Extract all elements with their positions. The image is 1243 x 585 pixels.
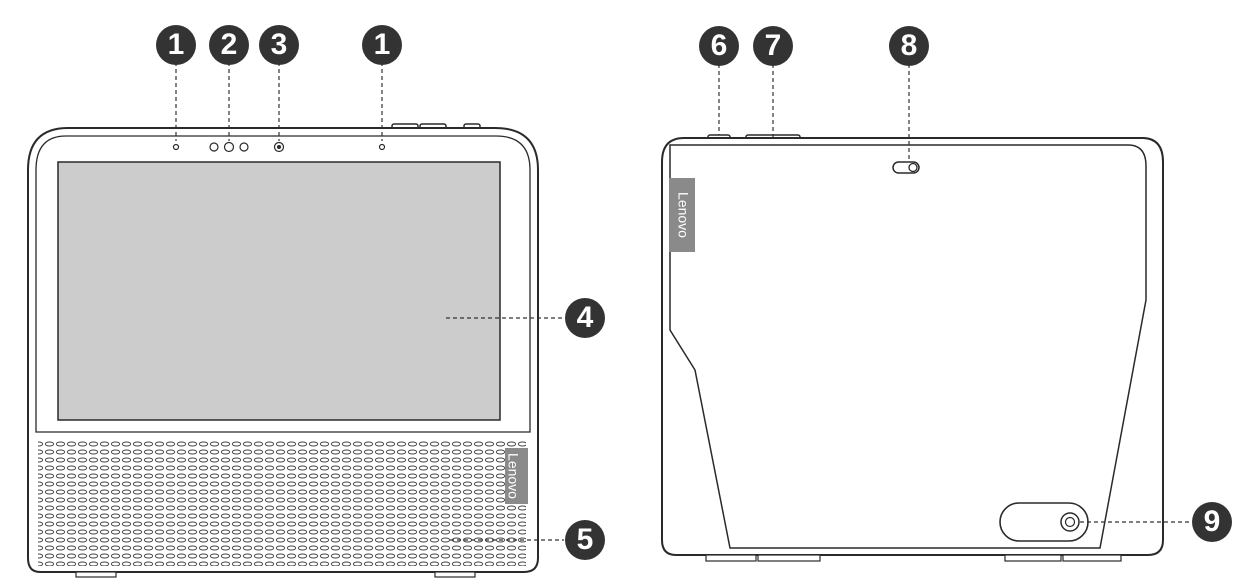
- back-brand-tag: [669, 178, 695, 252]
- svg-text:8: 8: [901, 29, 918, 62]
- front-screen: [57, 161, 501, 421]
- mic-hole-right: [378, 143, 386, 151]
- power-port: [1060, 512, 1080, 532]
- back-foot-4: [1062, 554, 1122, 562]
- svg-text:3: 3: [271, 28, 288, 61]
- mic-hole-left: [172, 143, 180, 151]
- callout-7: 7: [753, 26, 793, 66]
- back-view: Lenovo 6 7 8: [661, 26, 1232, 562]
- svg-text:1: 1: [168, 28, 185, 61]
- back-foot-1: [705, 554, 757, 562]
- callout-1a: 1: [156, 25, 196, 65]
- back-foot-3: [1004, 554, 1062, 562]
- svg-text:5: 5: [577, 523, 594, 556]
- back-panel: [669, 144, 1147, 549]
- svg-text:9: 9: [1204, 505, 1221, 538]
- svg-text:7: 7: [765, 29, 782, 62]
- camera-lens: [273, 141, 285, 153]
- front-speaker-grille: [38, 440, 526, 566]
- callout-5: 5: [565, 520, 605, 560]
- front-brand-tag: [505, 448, 528, 504]
- back-foot-2: [757, 554, 821, 562]
- callout-1b: 1: [362, 25, 402, 65]
- svg-text:2: 2: [221, 28, 238, 61]
- light-sensor-right: [239, 142, 249, 152]
- camera-lens-inner: [277, 145, 281, 149]
- light-sensor-center: [223, 141, 235, 153]
- svg-text:1: 1: [374, 28, 391, 61]
- callout-9: 9: [1192, 502, 1232, 542]
- callout-2: 2: [209, 25, 249, 65]
- callout-4: 4: [565, 298, 605, 338]
- back-brand-text: Lenovo: [675, 192, 691, 238]
- light-sensor-left: [209, 142, 219, 152]
- callout-6: 6: [699, 26, 739, 66]
- callout-8: 8: [889, 26, 929, 66]
- front-brand-text: Lenovo: [505, 453, 521, 499]
- callout-3: 3: [259, 25, 299, 65]
- power-port-inner: [1064, 516, 1076, 528]
- front-foot-left: [75, 571, 117, 578]
- front-foot-right: [434, 571, 476, 578]
- front-view: Lenovo 1 2 3: [27, 25, 605, 578]
- svg-text:6: 6: [711, 29, 728, 62]
- svg-text:4: 4: [577, 301, 594, 334]
- camera-shutter-knob: [908, 162, 918, 173]
